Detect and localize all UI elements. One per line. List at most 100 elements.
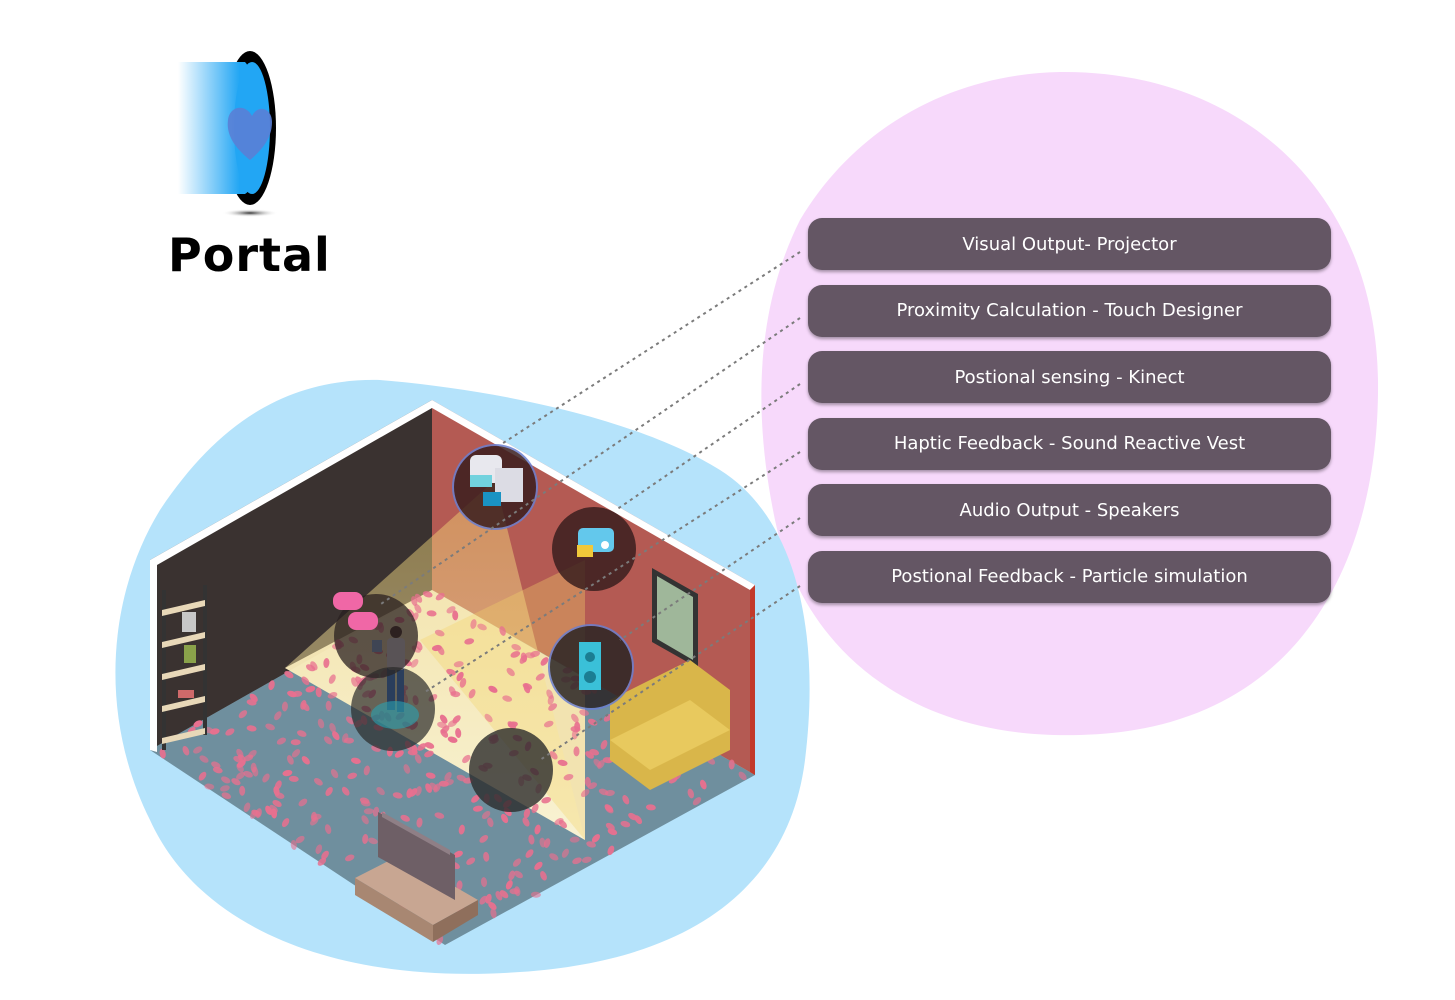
petal (479, 895, 488, 905)
connector-line (539, 585, 801, 761)
label-positional-sensing: Postional sensing - Kinect (808, 351, 1331, 403)
petal (424, 750, 434, 758)
petal (528, 834, 535, 845)
component-label-list: Visual Output- Projector Proximity Calcu… (808, 218, 1331, 617)
petal (439, 714, 448, 724)
petal (249, 693, 258, 702)
petal (479, 835, 489, 843)
petal (305, 664, 316, 672)
petal (409, 788, 418, 797)
petal (332, 731, 340, 741)
petal (305, 686, 316, 693)
petal (514, 886, 521, 897)
petal (530, 891, 541, 898)
petal (549, 751, 558, 760)
petal (471, 794, 480, 803)
petal (288, 775, 299, 782)
petal (481, 810, 491, 820)
petal (415, 786, 422, 796)
petal (453, 661, 464, 668)
petal (488, 901, 497, 910)
petal (198, 771, 207, 781)
logo-wordmark: Portal (168, 228, 331, 282)
petal (344, 854, 355, 862)
petal (549, 853, 559, 861)
petal (501, 813, 509, 824)
label-positional-feedback: Postional Feedback - Particle simulation (808, 550, 1331, 603)
petal (298, 798, 308, 807)
petal (573, 746, 580, 757)
petal (426, 610, 437, 617)
petal (477, 623, 487, 631)
petal (330, 769, 339, 779)
petal (281, 818, 290, 828)
petal (328, 674, 336, 684)
petal (291, 749, 301, 758)
kinect-sensor-icon (552, 507, 636, 591)
petal (488, 685, 498, 693)
petal (284, 670, 294, 679)
petal (543, 720, 554, 728)
petal (505, 880, 513, 890)
petal (325, 700, 332, 711)
petal (728, 759, 735, 770)
petal (211, 761, 221, 769)
heart-icon (227, 107, 272, 160)
petal (531, 803, 539, 814)
tv (378, 812, 455, 900)
petal (574, 721, 581, 732)
petal (525, 652, 536, 659)
petal (466, 857, 476, 865)
connector-line (499, 251, 801, 446)
petal (394, 750, 404, 758)
petal (502, 695, 513, 702)
petal (290, 840, 297, 850)
petal (416, 817, 423, 828)
petal (438, 780, 449, 787)
petal (569, 836, 580, 843)
petal (212, 766, 223, 774)
petal (522, 817, 530, 827)
petal (251, 809, 261, 817)
petal (452, 610, 459, 621)
petal (410, 658, 419, 668)
portal-logo (178, 51, 278, 217)
petal (561, 848, 569, 858)
petal (645, 804, 656, 811)
person-vest-icon (351, 667, 435, 751)
petal (541, 796, 552, 804)
petal (246, 725, 257, 732)
projector-icon (452, 444, 538, 530)
petal (317, 718, 325, 729)
petal (221, 792, 232, 800)
petal (534, 824, 541, 835)
petal (351, 677, 358, 687)
petal (462, 754, 471, 764)
petal (431, 644, 442, 652)
petal (282, 769, 293, 777)
petal (563, 774, 574, 781)
petal (523, 808, 531, 819)
petal (511, 644, 522, 651)
petal (250, 762, 257, 773)
petal (265, 723, 275, 731)
petal (506, 667, 515, 677)
petal (620, 820, 631, 828)
petal (448, 686, 456, 696)
left-wall (150, 400, 432, 750)
petal (310, 811, 317, 822)
petal (539, 837, 546, 848)
petal (437, 721, 447, 729)
petal (204, 783, 215, 790)
petal (435, 592, 445, 601)
petal (512, 858, 522, 867)
petal (262, 773, 270, 783)
petal (392, 792, 403, 799)
petal (341, 786, 350, 796)
petal (534, 861, 543, 870)
floor (150, 590, 755, 945)
petal (236, 771, 245, 780)
petal (276, 737, 287, 745)
petal (605, 822, 615, 831)
petal (535, 673, 545, 681)
